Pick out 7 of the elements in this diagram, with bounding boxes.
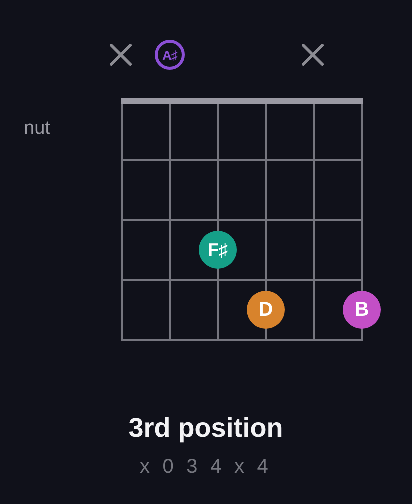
finger-dot: D xyxy=(247,291,285,329)
nut-label: nut xyxy=(24,118,50,139)
fingering-text: x 0 3 4 x 4 xyxy=(140,456,272,478)
chord-title: 3rd position xyxy=(128,413,284,443)
finger-dot: F♯ xyxy=(199,231,237,269)
open-string-note: A♯ xyxy=(155,40,185,70)
finger-dot: B xyxy=(343,291,381,329)
